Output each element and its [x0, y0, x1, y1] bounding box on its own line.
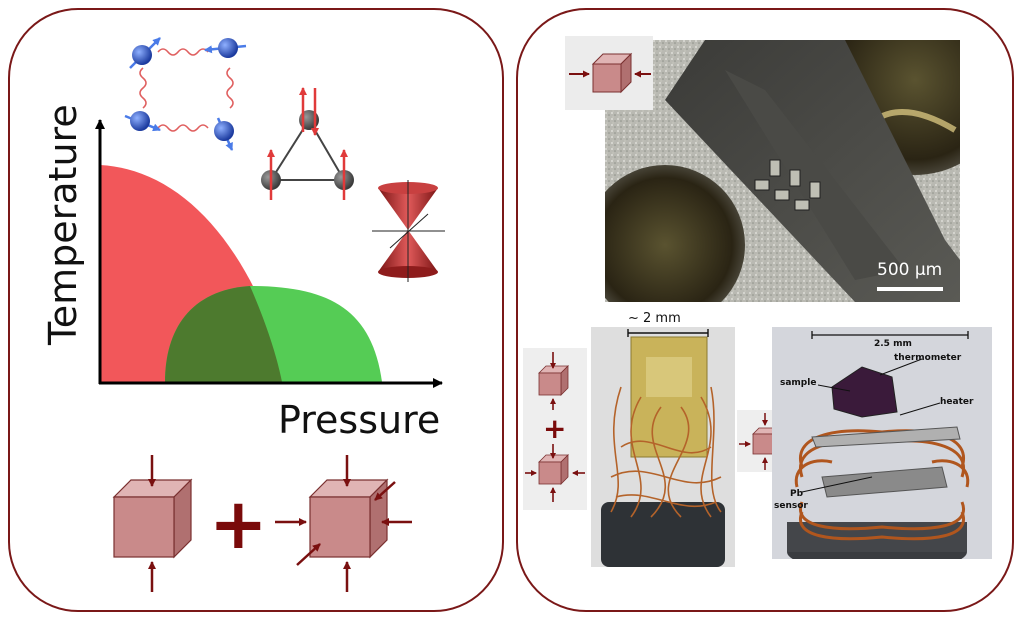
- y-axis-label: Temperature: [41, 104, 85, 346]
- label-thermometer: thermometer: [894, 353, 962, 363]
- left-illustration: Temperature Pressure: [41, 37, 445, 592]
- x-axis-label: Pressure: [278, 398, 440, 442]
- spin-square-icon: [124, 37, 247, 151]
- uniaxial-cube-icon: [112, 455, 193, 592]
- label-sample: sample: [780, 378, 817, 388]
- plus-sign-right: +: [543, 412, 567, 445]
- bottom-left-photo: [591, 327, 735, 567]
- top-micrograph: 500 μm: [605, 40, 960, 302]
- bottom-left-inset: +: [523, 348, 587, 510]
- frustrated-triangle-icon: [261, 87, 354, 200]
- label-heater: heater: [940, 397, 974, 407]
- phase-diagram: Temperature Pressure: [41, 104, 443, 442]
- bottom-right-photo: 2.5 mm thermometer sample heater Pb sens…: [772, 327, 992, 559]
- plus-sign-left: +: [209, 483, 268, 565]
- scale-bar-label: 500 μm: [877, 260, 943, 280]
- top-inset-cube: [565, 36, 653, 110]
- dimension-label-2-5mm: 2.5 mm: [874, 339, 912, 349]
- dirac-cone-icon: [372, 180, 445, 282]
- label-sensor: sensor: [774, 501, 808, 511]
- dimension-label-2mm: ~ 2 mm: [628, 311, 681, 326]
- overlap-region: [165, 286, 282, 382]
- hydrostatic-cube-icon: [275, 455, 412, 592]
- label-pb: Pb: [790, 489, 804, 499]
